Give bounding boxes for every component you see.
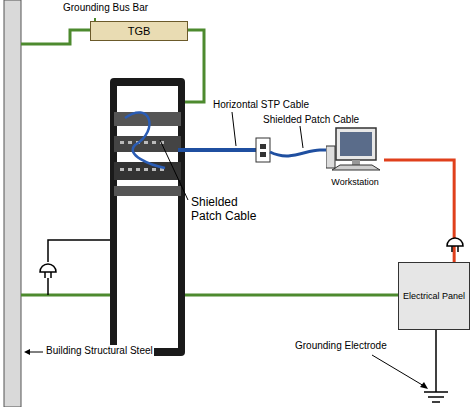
leader-arrow <box>372 355 424 386</box>
panel-box: Electrical Panel <box>398 262 470 330</box>
cable-label: Shielded Patch Cable <box>262 114 360 126</box>
horizontal-cable <box>178 148 256 152</box>
leader-line <box>232 112 236 146</box>
wall-outlet <box>256 138 270 162</box>
steel-column <box>4 0 21 407</box>
cable-label: Shielded Patch Cable <box>190 196 262 224</box>
plug-symbol <box>40 264 56 272</box>
plug-symbol <box>447 238 463 246</box>
box-label: Electrical Panel <box>403 291 465 301</box>
power-cord <box>384 160 454 262</box>
part-label: Building Structural Steel <box>45 345 154 357</box>
patch-panel <box>114 186 181 196</box>
leader-line <box>160 140 188 200</box>
box-label: TGB <box>97 24 181 38</box>
ground-symbol <box>424 392 448 402</box>
leader-line <box>300 126 303 148</box>
ground-wire <box>21 30 90 44</box>
bus-bar-box: Grounding Bus BarTGB <box>90 21 188 41</box>
patch-cable <box>125 112 165 168</box>
switch-unit <box>114 162 181 180</box>
patch-cable <box>270 150 334 156</box>
patch-panel <box>114 136 181 152</box>
power-cord <box>48 240 110 262</box>
node-label: Workstation <box>316 177 394 187</box>
workstation: Workstation <box>326 126 384 187</box>
computer-icon <box>326 126 384 174</box>
ground-wire <box>435 330 437 392</box>
equipment-rack <box>110 78 185 356</box>
part-label: Grounding Electrode <box>294 340 388 352</box>
ground-wire <box>21 294 403 297</box>
cable-label: Horizontal STP Cable <box>212 99 310 111</box>
heading-label: Grounding Bus Bar <box>63 2 148 13</box>
